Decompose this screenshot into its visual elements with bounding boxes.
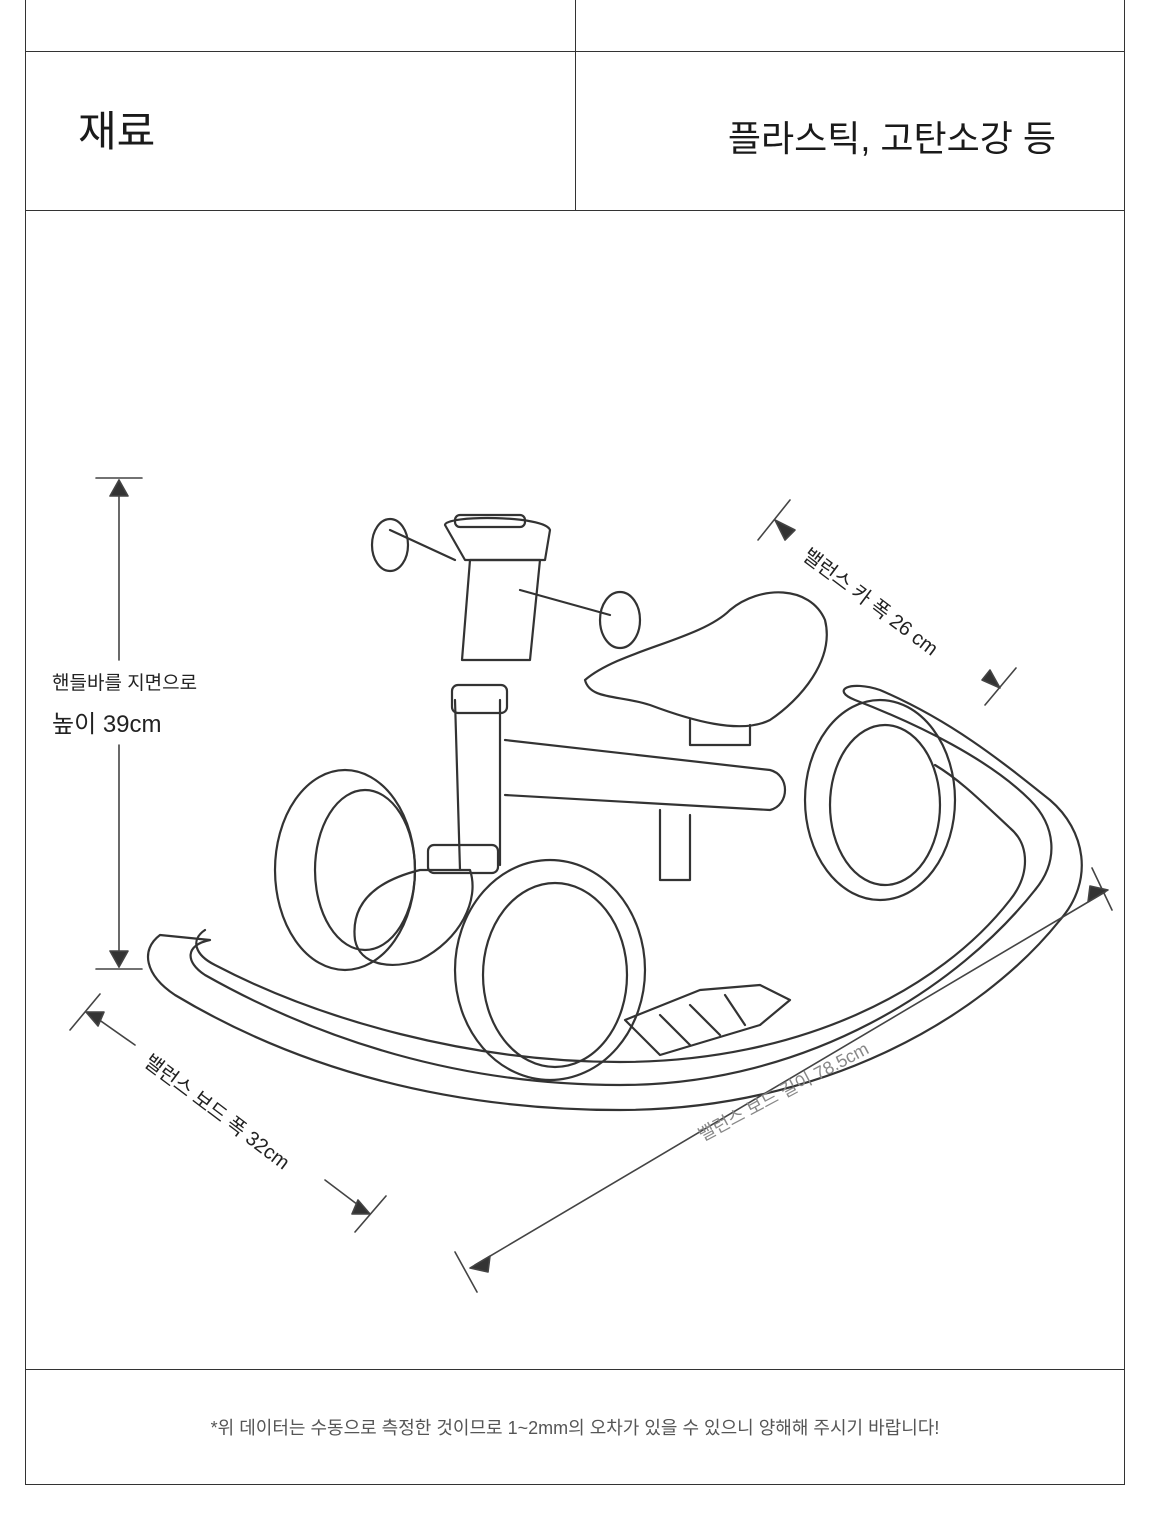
row-divider <box>25 210 1125 211</box>
car-width-dimension <box>757 499 1017 706</box>
row-divider <box>25 1369 1125 1370</box>
front-right-wheel <box>453 858 647 1082</box>
handlebar-height-label: 핸들바를 지면으로 <box>52 673 198 694</box>
frame <box>503 738 786 812</box>
handlebar-height-value: 높이 39cm <box>52 711 162 738</box>
footrest-grip <box>623 983 792 1057</box>
rear-wheel <box>803 698 957 902</box>
board-inner-rim <box>195 763 1027 1064</box>
height-dimension <box>95 477 143 970</box>
rocking-board <box>146 684 1083 1112</box>
column-divider <box>575 0 576 210</box>
frame-bottom-border <box>25 1484 1125 1485</box>
steering-column <box>453 698 502 872</box>
front-left-wheel <box>273 768 417 972</box>
seat <box>583 591 828 728</box>
material-value: 플라스틱, 고탄소강 등 <box>727 118 1056 159</box>
board-length-dimension <box>454 867 1113 1293</box>
frame-right-border <box>1124 0 1125 1485</box>
measurement-disclaimer: *위 데이터는 수동으로 측정한 것이므로 1~2mm의 오차가 있을 수 있으… <box>210 1418 940 1438</box>
frame-left-border <box>25 0 26 1485</box>
handlebar <box>388 528 612 617</box>
material-label: 재료 <box>78 108 156 155</box>
board-width-dimension <box>69 993 387 1233</box>
